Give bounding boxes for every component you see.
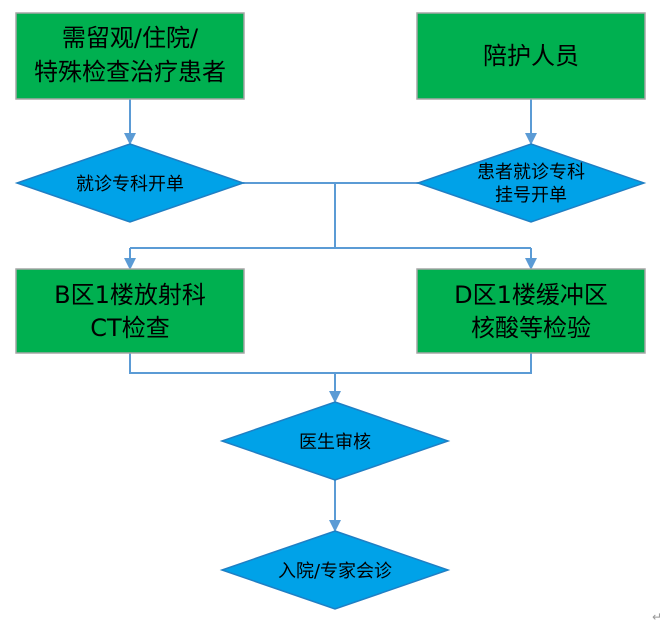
box-ct-line2: CT检查 (90, 314, 169, 342)
box-observation: 需留观/住院/ 特殊检查治疗患者 (15, 12, 245, 100)
diamond-review-label: 医生审核 (299, 432, 371, 453)
diamond-specialist-order: 就诊专科开单 (14, 143, 246, 223)
box-companion-label: 陪护人员 (483, 42, 579, 70)
connector-ct-to-merge (129, 353, 335, 374)
diamond-register: 患者就诊专科 挂号开单 (415, 143, 647, 223)
connector-nucleic-to-merge (335, 353, 532, 374)
box-nucleic: D区1楼缓冲区 核酸等检验 (416, 268, 646, 354)
box-observation-line2: 特殊检查治疗患者 (34, 58, 226, 86)
diamond-specialist-order-label: 就诊专科开单 (76, 174, 184, 195)
diamond-register-line1: 患者就诊专科 (477, 162, 585, 183)
diamond-register-line2: 挂号开单 (495, 185, 567, 206)
box-observation-line1: 需留观/住院/ (62, 24, 199, 52)
box-nucleic-line1: D区1楼缓冲区 (454, 281, 608, 309)
diamond-admit-label: 入院/专家会诊 (278, 561, 392, 582)
box-ct: B区1楼放射科 CT检查 (15, 268, 245, 354)
diamond-admit: 入院/专家会诊 (219, 530, 451, 610)
box-nucleic-line2: 核酸等检验 (471, 314, 591, 342)
paragraph-mark: ↵ (652, 610, 663, 624)
box-ct-line1: B区1楼放射科 (54, 281, 206, 309)
box-companion: 陪护人员 (416, 12, 646, 100)
connectors (124, 99, 537, 532)
diamond-review: 医生审核 (219, 401, 451, 481)
